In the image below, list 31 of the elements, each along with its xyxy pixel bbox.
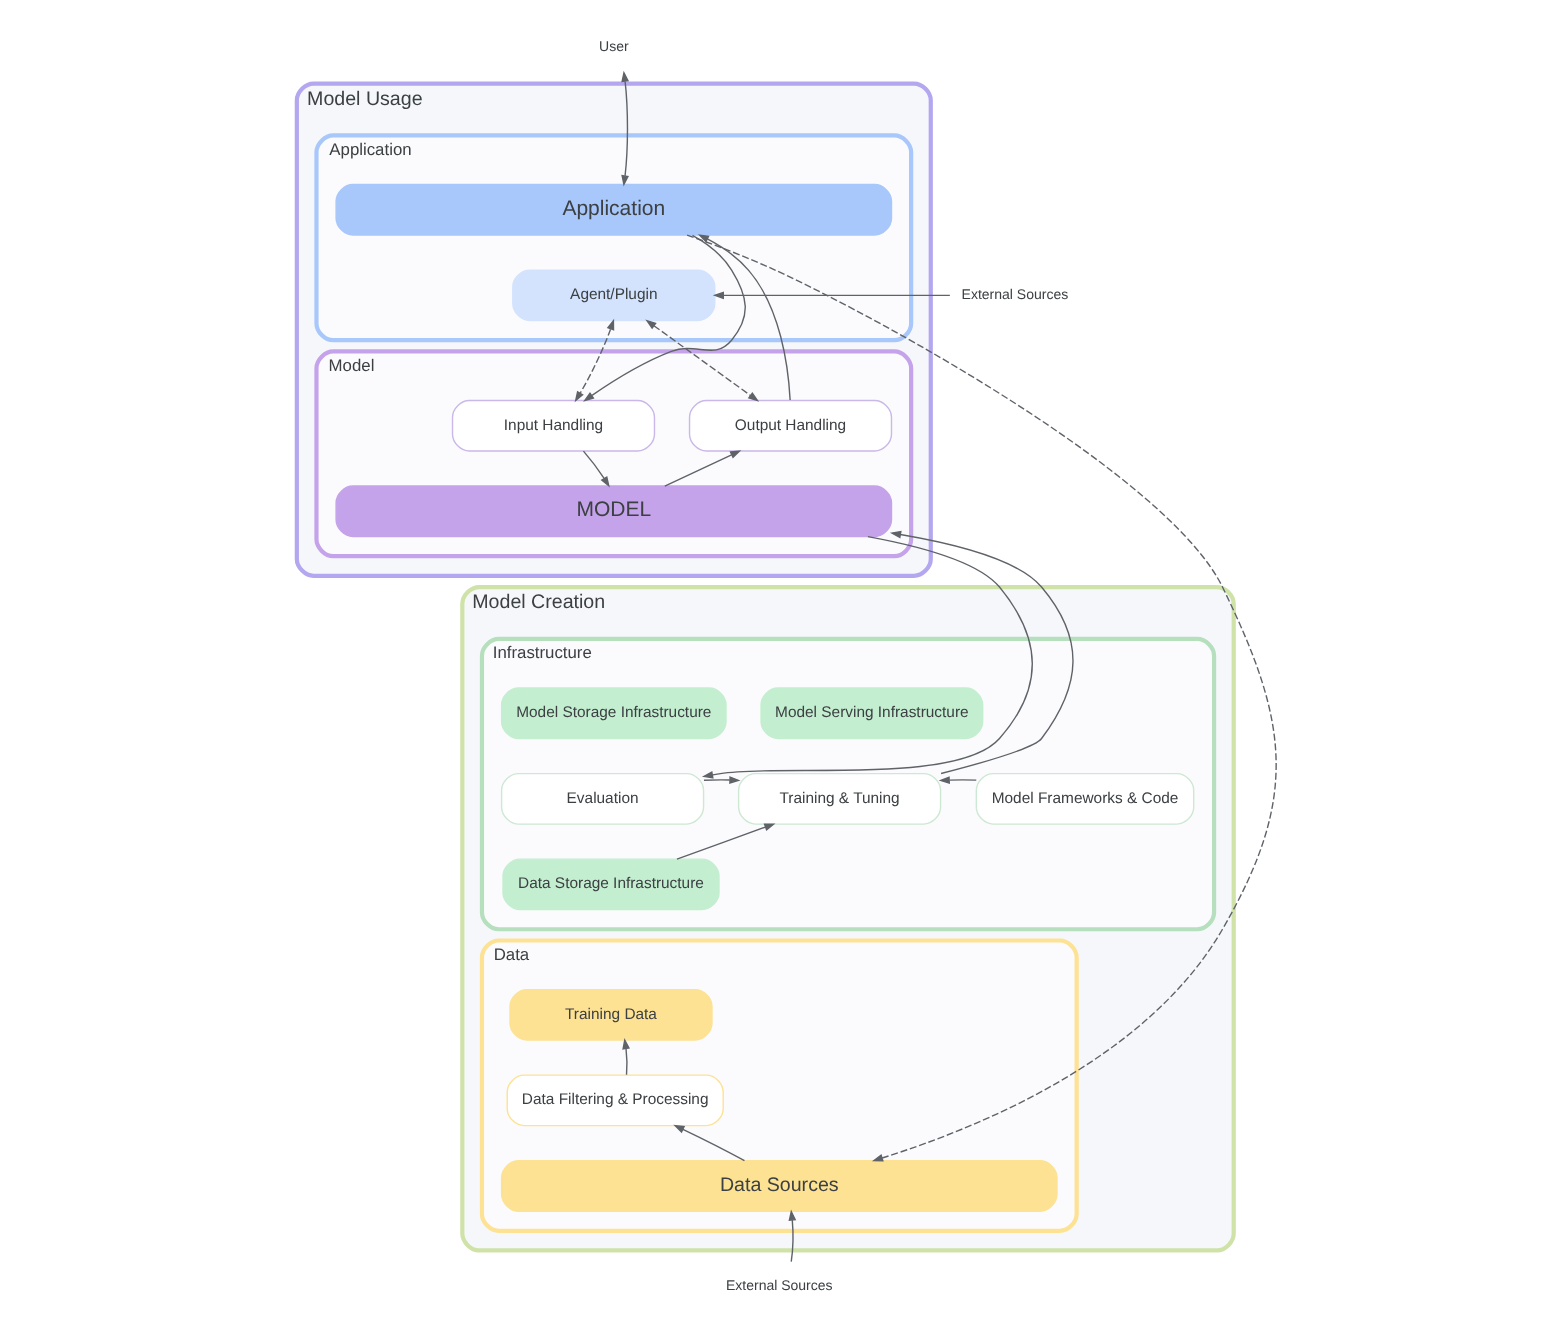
node-box: Model Storage Infrastructure <box>499 687 726 740</box>
node-box: Input Handling <box>450 399 655 452</box>
arrow <box>675 823 775 860</box>
arrow <box>937 776 976 785</box>
arrow <box>702 776 740 784</box>
node-box: Model Frameworks & Code <box>974 772 1194 825</box>
node-box: Application <box>334 183 892 236</box>
node-box: Data Sources <box>499 1160 1057 1212</box>
arrow <box>573 318 614 403</box>
node-box: Training & Tuning <box>736 772 941 825</box>
arrow <box>621 1038 629 1076</box>
node-box: Training Data <box>508 988 712 1041</box>
node-box: Model Serving Infrastructure <box>759 687 983 740</box>
arrow <box>672 1124 745 1162</box>
arrow <box>787 1209 796 1263</box>
node-box: Data Filtering & Processing <box>505 1074 723 1127</box>
arrow <box>685 234 1276 1162</box>
arrow <box>620 70 629 187</box>
node-box: Evaluation <box>499 772 704 825</box>
node-box: Agent/Plugin <box>511 269 715 322</box>
arrow <box>700 535 1032 779</box>
arrow <box>644 319 759 402</box>
node-box: Output Handling <box>687 399 892 452</box>
arrow <box>663 450 741 487</box>
arrow <box>711 291 950 300</box>
node-box: MODEL <box>334 485 892 538</box>
arrow <box>696 234 790 401</box>
arrow <box>582 234 745 402</box>
arrow <box>888 530 1073 775</box>
arrow <box>581 450 609 488</box>
node-box: Data Storage Infrastructure <box>501 858 719 911</box>
